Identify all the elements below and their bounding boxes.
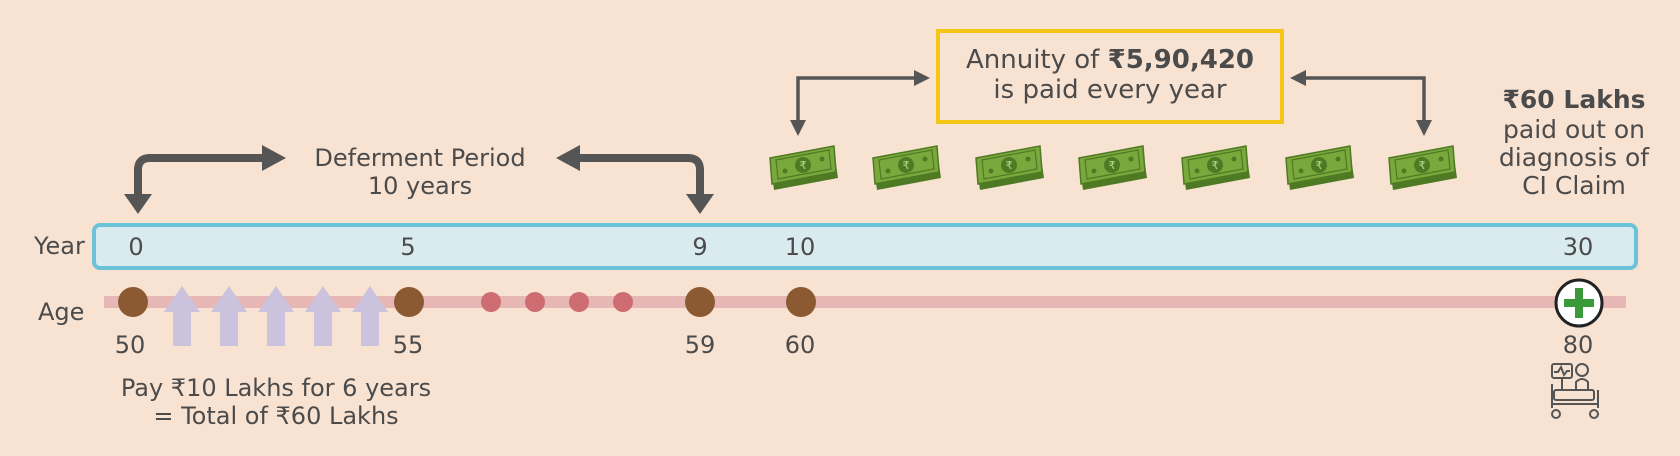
annuity-right-arrow-head-left: [1290, 70, 1306, 86]
svg-text:₹: ₹: [1109, 159, 1116, 172]
svg-text:₹: ₹: [1316, 159, 1323, 172]
svg-text:₹: ₹: [800, 159, 807, 172]
medical-plus-icon: [1554, 278, 1604, 328]
svg-text:₹: ₹: [1006, 159, 1013, 172]
rupee-note-icon: ₹: [1388, 145, 1457, 190]
rupee-note-icon: ₹: [872, 145, 941, 190]
age-row-label: Age: [38, 298, 85, 326]
year-30: 30: [1562, 233, 1594, 261]
age-60-dot: [786, 287, 816, 317]
premium-arrows: [164, 286, 388, 346]
payment-note-line-2: = Total of ₹60 Lakhs: [153, 402, 399, 430]
payment-note-line-1: Pay ₹10 Lakhs for 6 years: [120, 374, 432, 402]
year-row-label: Year: [34, 232, 85, 260]
deferment-left-arrow-head-down: [124, 194, 152, 214]
premium-up-arrow-icon: [164, 286, 200, 346]
annuity-right-arrow: [1304, 76, 1426, 122]
annuity-amount: ₹5,90,420: [1107, 45, 1254, 75]
age-59: 59: [684, 331, 716, 359]
hospital-bed-icon: [1551, 363, 1599, 419]
rupee-note-icon: ₹: [769, 145, 838, 190]
age-50-dot: [118, 287, 148, 317]
ci-payout-line-2: paid out on: [1503, 115, 1645, 144]
ellipsis-dot: [481, 292, 501, 312]
age-59-dot: [685, 287, 715, 317]
ellipsis-dot: [613, 292, 633, 312]
annuity-left-arrow-head-down: [790, 120, 806, 136]
annuity-right-arrow-head-down: [1416, 120, 1432, 136]
year-9: 9: [692, 233, 708, 261]
premium-up-arrow-icon: [352, 286, 388, 346]
year-10: 10: [784, 233, 816, 261]
premium-up-arrow-icon: [305, 286, 341, 346]
ci-payout-line-3: diagnosis of: [1498, 143, 1650, 172]
year-5: 5: [400, 233, 416, 261]
ci-payout-line-4: CI Claim: [1522, 171, 1626, 200]
year-0: 0: [128, 233, 144, 261]
ellipsis-dot: [569, 292, 589, 312]
premium-up-arrow-icon: [258, 286, 294, 346]
svg-text:₹: ₹: [903, 159, 910, 172]
annuity-box: Annuity of ₹5,90,420 is paid every year: [936, 29, 1284, 124]
svg-text:₹: ₹: [1212, 159, 1219, 172]
rupee-note-icon: ₹: [1285, 145, 1354, 190]
annuity-line-1: Annuity of ₹5,90,420: [940, 45, 1280, 75]
age-50: 50: [114, 331, 146, 359]
premium-up-arrow-icon: [211, 286, 247, 346]
ci-payout-amount: ₹60 Lakhs: [1502, 85, 1646, 114]
deferment-left-arrow: [134, 154, 262, 194]
age-80: 80: [1562, 331, 1594, 359]
deferment-duration: 10 years: [367, 172, 473, 200]
rupee-note-icon: ₹: [1181, 145, 1250, 190]
annuity-line-2: is paid every year: [993, 75, 1227, 105]
age-60: 60: [784, 331, 816, 359]
deferment-right-arrow-head-left: [556, 145, 580, 171]
rupee-note-icon: ₹: [1078, 145, 1147, 190]
deferment-right-arrow: [580, 154, 704, 194]
year-bar: [92, 223, 1638, 270]
deferment-right-arrow-head-down: [686, 194, 714, 214]
annuity-left-arrow-head-right: [914, 70, 930, 86]
ellipsis-dot: [525, 292, 545, 312]
svg-text:₹: ₹: [1419, 159, 1426, 172]
annuity-left-arrow: [796, 76, 916, 122]
annuity-prefix: Annuity of: [965, 45, 1108, 75]
deferment-left-arrow-head-right: [262, 145, 286, 171]
age-55-dot: [394, 287, 424, 317]
age-55: 55: [392, 331, 424, 359]
deferment-title: Deferment Period: [314, 144, 526, 172]
rupee-note-icon: ₹: [975, 145, 1044, 190]
